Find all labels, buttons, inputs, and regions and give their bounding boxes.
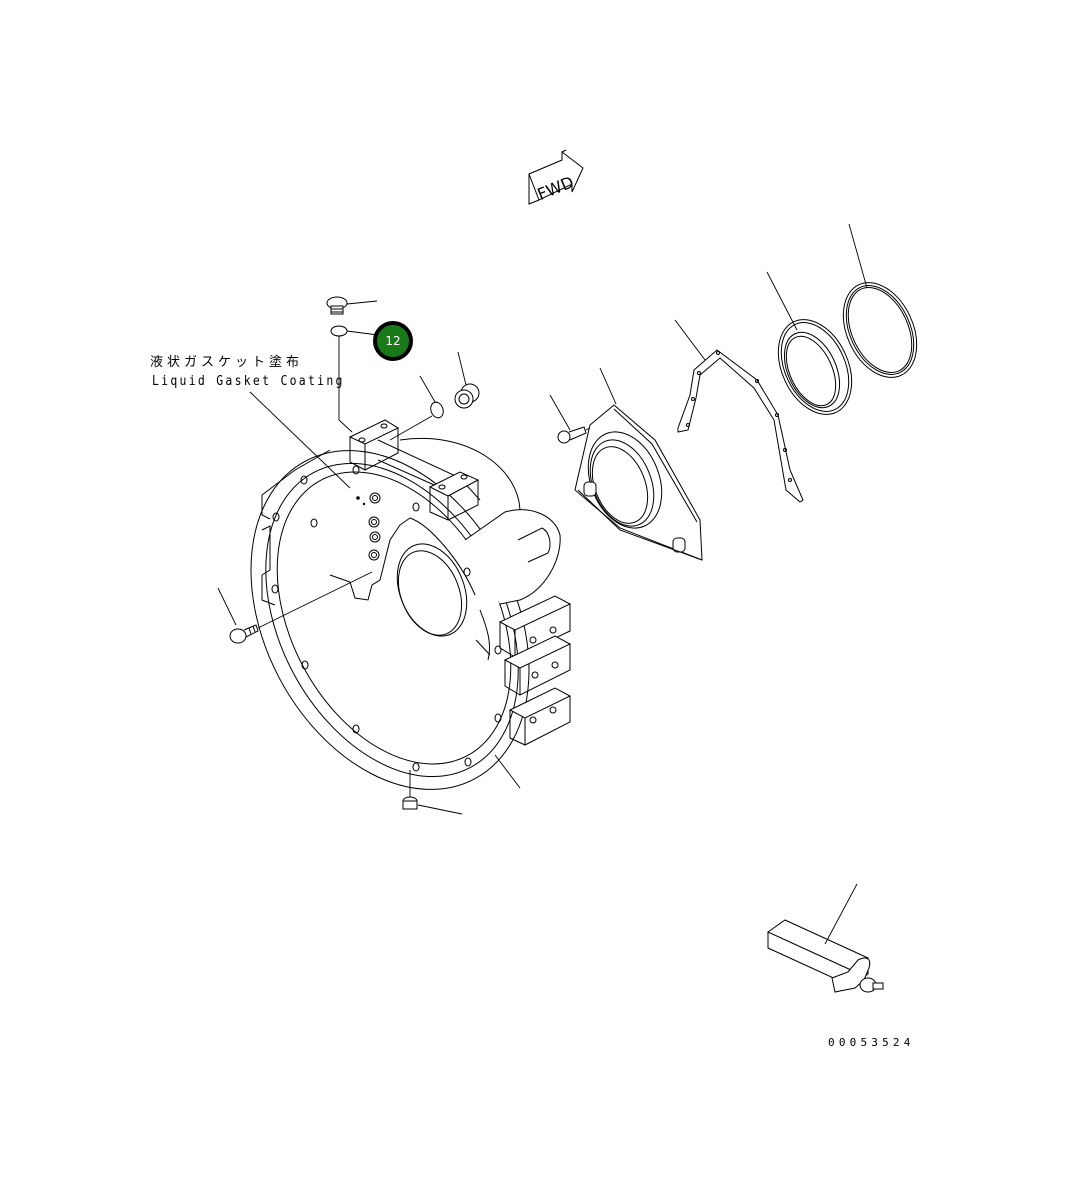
- housing-leader-line: [494, 754, 521, 789]
- gasket-icon: [674, 319, 804, 503]
- annotation-japanese: 液状ガスケット塗布: [150, 355, 304, 370]
- left-bolt-icon: [217, 571, 373, 644]
- top-oring-icon: [330, 325, 379, 433]
- oil-seal-icon: [766, 271, 853, 415]
- oil-plug-icon: [454, 351, 480, 409]
- flywheel-housing-icon: [250, 419, 572, 790]
- callout-12-button[interactable]: 12: [373, 321, 413, 361]
- top-plug-icon: [326, 296, 378, 315]
- drawing-number: 00053524: [828, 1036, 915, 1049]
- seal-ring-icon: [842, 223, 918, 378]
- gasket-leader-line: [249, 391, 351, 489]
- oil-seal-housing-icon: [574, 367, 703, 561]
- annotation-english: Liquid Gasket Coating: [152, 374, 345, 389]
- sensor-icon: [767, 883, 884, 993]
- bottom-plug-icon: [402, 770, 463, 815]
- small-oring-icon: [389, 375, 444, 441]
- forward-arrow-icon: FWD: [528, 149, 584, 205]
